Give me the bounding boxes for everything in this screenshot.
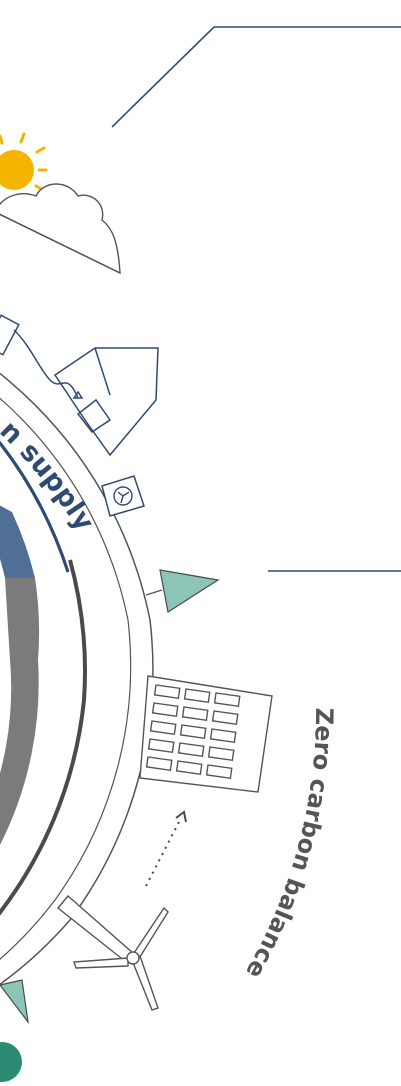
bottom-flag-icon (0, 980, 28, 1022)
ev-charger-icon (0, 315, 82, 398)
teal-circle-icon (0, 1042, 22, 1082)
sun-icon (0, 134, 46, 190)
fan-box-icon (102, 476, 144, 516)
supply-arc-label: n supply (0, 415, 100, 537)
wind-turbine-icon (58, 896, 168, 1010)
house-icon (55, 348, 158, 455)
blue-segment (0, 500, 35, 578)
office-building-icon (140, 676, 272, 792)
connector-line-top (112, 27, 401, 127)
flag-icon (146, 570, 218, 612)
dotted-arrow-icon (146, 812, 186, 886)
gray-segment (0, 578, 39, 845)
cloud-icon (0, 184, 120, 273)
